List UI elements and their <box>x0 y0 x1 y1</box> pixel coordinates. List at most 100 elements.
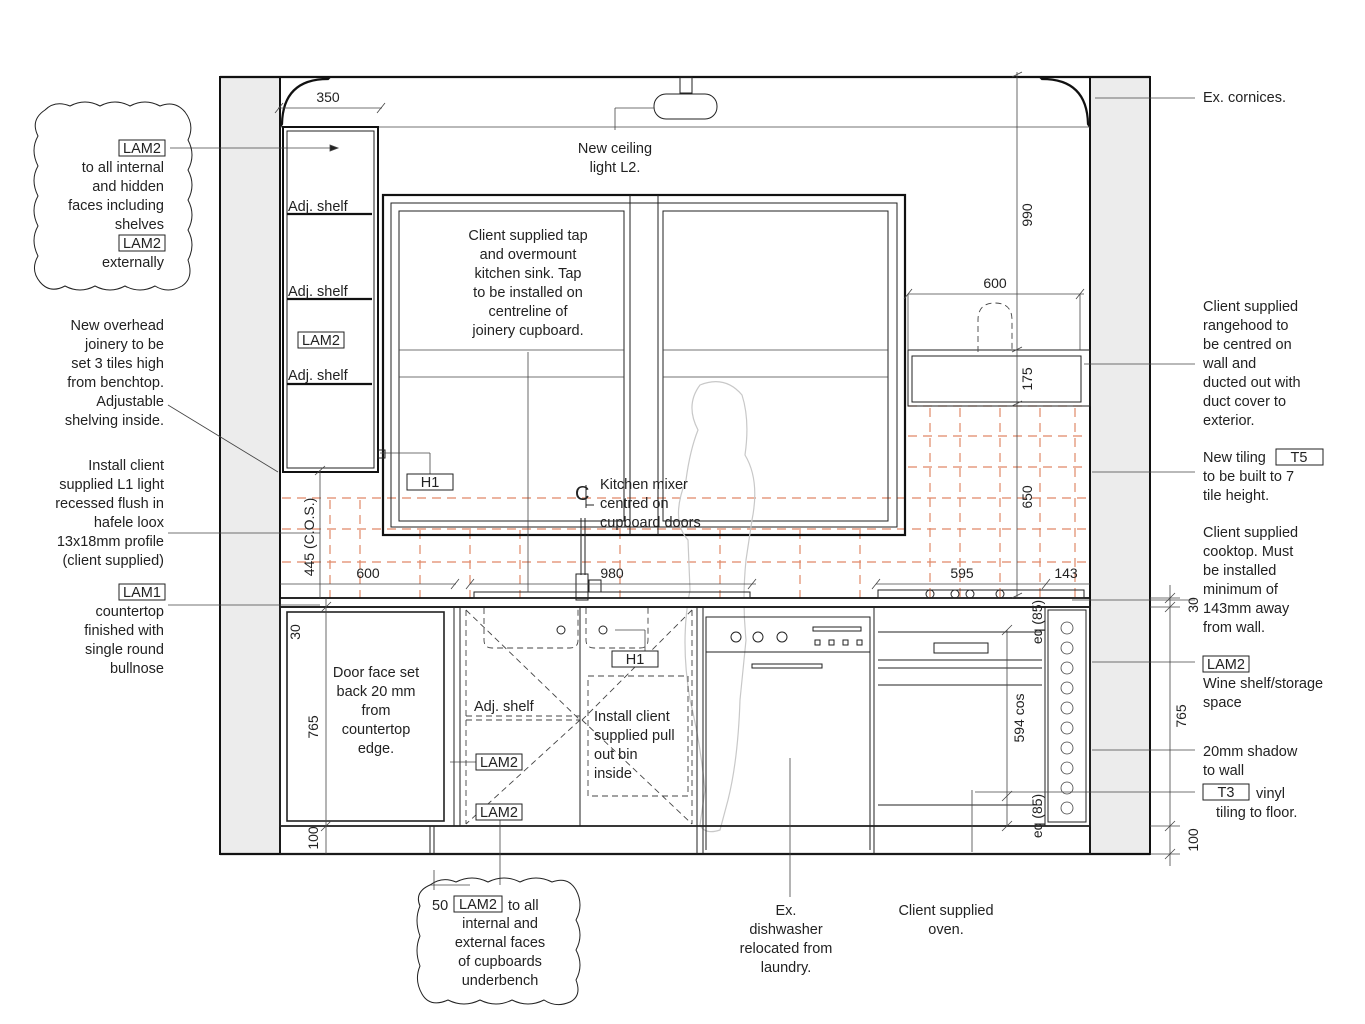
cloud-callout-lam2 <box>33 101 193 291</box>
callout-text: to all internal <box>82 160 164 176</box>
oven-note: Client supplied <box>898 903 993 919</box>
adj-shelf-label: Adj. shelf <box>288 199 349 215</box>
left-wall <box>219 76 281 855</box>
dim-143: 143 <box>1054 565 1078 581</box>
wine-note: Wine shelf/storage <box>1203 676 1323 692</box>
underbench-note: of cupboards <box>458 954 542 970</box>
rangehood-note: wall and <box>1202 356 1256 372</box>
pull-bin-note: supplied pull <box>594 728 675 744</box>
lam2-tag: LAM2 <box>459 897 497 913</box>
door-face-note: countertop <box>342 722 411 738</box>
dim-650: 650 <box>1019 485 1035 509</box>
tiling-note: tile height. <box>1203 488 1269 504</box>
light-note: 13x18mm profile <box>57 534 164 550</box>
door-face-note: edge. <box>358 741 394 757</box>
door-face-note: from <box>362 703 391 719</box>
rangehood-note: rangehood to <box>1203 318 1288 334</box>
lam2-tag: LAM2 <box>480 805 518 821</box>
dim-445-cos: 445 (C.O.S.) <box>301 498 317 577</box>
cooktop-note: from wall. <box>1203 620 1265 636</box>
centreline-symbol: C <box>575 483 589 505</box>
dim-350: 350 <box>316 89 340 105</box>
dimension-lines <box>274 71 1180 890</box>
dishwasher-note: laundry. <box>761 960 812 976</box>
t3-tag: T3 <box>1218 785 1235 801</box>
dim-eq85-top: eq (85) <box>1029 600 1045 644</box>
base-cabinets <box>279 606 1091 855</box>
dishwasher-note: dishwasher <box>749 922 823 938</box>
rangehood <box>907 302 1091 407</box>
tap-note: kitchen sink. Tap <box>475 266 582 282</box>
door-face-note: back 20 mm <box>337 684 416 700</box>
rangehood-note: be centred on <box>1203 337 1292 353</box>
adj-shelf-label: Adj. shelf <box>474 699 535 715</box>
overhead-note: from benchtop. <box>67 375 164 391</box>
h1-tag: H1 <box>421 475 440 491</box>
light-note: hafele loox <box>94 515 165 531</box>
overhead-note: shelving inside. <box>65 413 164 429</box>
rangehood-note: duct cover to <box>1203 394 1286 410</box>
tap-note: centreline of <box>489 304 569 320</box>
dim-30-left: 30 <box>287 624 303 640</box>
underbench-note: external faces <box>455 935 545 951</box>
dim-765-left: 765 <box>305 715 321 739</box>
tiling-note: to be built to 7 <box>1203 469 1294 485</box>
tap-note: joinery cupboard. <box>471 323 583 339</box>
mixer-note: Kitchen mixer <box>600 477 688 493</box>
ceiling-light-note: light L2. <box>590 160 641 176</box>
light-note: supplied L1 light <box>59 477 164 493</box>
callout-text: externally <box>102 255 165 271</box>
overhead-note: joinery to be <box>84 337 164 353</box>
pull-bin-note: Install client <box>594 709 670 725</box>
callout-text: faces including <box>68 198 164 214</box>
underbench-note: internal and <box>462 916 538 932</box>
dim-765-right: 765 <box>1173 704 1189 728</box>
dim-100-right: 100 <box>1185 828 1201 852</box>
dim-100-left: 100 <box>305 826 321 850</box>
kitchen-tap <box>575 518 602 601</box>
dim-175: 175 <box>1019 367 1035 391</box>
right-wall <box>1089 76 1151 855</box>
dim-50: 50 <box>432 898 448 914</box>
mixer-note: centred on <box>600 496 669 512</box>
callout-text: and hidden <box>92 179 164 195</box>
light-note: recessed flush in <box>55 496 164 512</box>
cooktop-note: Client supplied <box>1203 525 1298 541</box>
countertop <box>279 589 1091 608</box>
pull-bin-note: inside <box>594 766 632 782</box>
dim-600-top: 600 <box>983 275 1007 291</box>
callout-text: shelves <box>115 217 164 233</box>
dim-990: 990 <box>1019 203 1035 227</box>
overhead-note: set 3 tiles high <box>71 356 164 372</box>
right-cornice <box>1039 76 1091 128</box>
cooktop-note: be installed <box>1203 563 1276 579</box>
light-note: (client supplied) <box>62 553 164 569</box>
overhead-note: Adjustable <box>96 394 164 410</box>
h1-tag: H1 <box>626 652 645 668</box>
cooktop-note: minimum of <box>1203 582 1279 598</box>
shadow-note: 20mm shadow <box>1203 744 1298 760</box>
mixer-note: cupboard doors <box>600 515 701 531</box>
vinyl-note: vinyl <box>1256 786 1285 802</box>
rangehood-note: ducted out with <box>1203 375 1301 391</box>
lam2-tag: LAM2 <box>480 755 518 771</box>
vinyl-note: tiling to floor. <box>1216 805 1297 821</box>
door-face-note: Door face set <box>333 665 419 681</box>
underbench-note: underbench <box>462 973 539 989</box>
sink-cabinet <box>465 608 693 825</box>
rangehood-note: Client supplied <box>1203 299 1298 315</box>
window <box>381 193 907 537</box>
lam2-tag: LAM2 <box>123 141 161 157</box>
wine-rack <box>1047 609 1087 823</box>
dim-eq85-bottom: eq (85) <box>1029 794 1045 838</box>
cooktop-note: 143mm away <box>1203 601 1290 617</box>
dim-594-cos: 594 cos <box>1011 693 1027 742</box>
tap-note: Client supplied tap <box>468 228 587 244</box>
countertop-note: single round <box>85 642 164 658</box>
t5-tag: T5 <box>1291 450 1308 466</box>
tiling-note: New tiling <box>1203 450 1266 466</box>
countertop-note: bullnose <box>110 661 164 677</box>
oven-note: oven. <box>928 922 963 938</box>
leader-lines <box>167 97 1195 897</box>
